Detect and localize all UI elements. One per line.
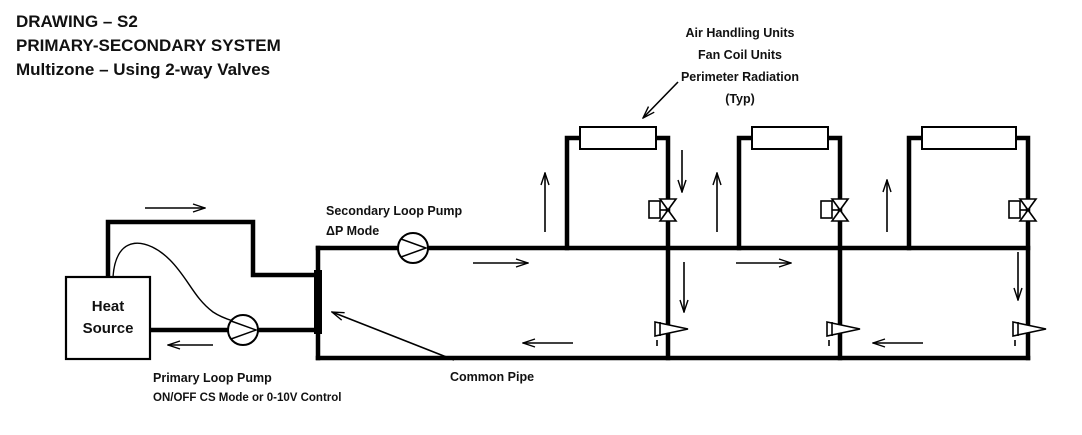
valve-zone-1 bbox=[648, 198, 678, 222]
terminal-unit-1 bbox=[579, 126, 657, 150]
heat-source-line-2: Source bbox=[82, 319, 134, 337]
valve-zone-2 bbox=[820, 198, 850, 222]
control-wire bbox=[112, 242, 237, 323]
secondary-pump bbox=[397, 232, 429, 264]
terminal-unit-3 bbox=[921, 126, 1017, 150]
balancing-valves bbox=[654, 321, 1047, 346]
zone-2-return-drop bbox=[825, 135, 843, 361]
flow-arrows bbox=[145, 81, 1018, 361]
zone-2-supply-riser bbox=[736, 135, 755, 251]
secondary-pump-label: Secondary Loop Pump bbox=[326, 204, 463, 218]
zone-3-return-drop bbox=[1013, 135, 1031, 361]
terminal-unit-2 bbox=[751, 126, 829, 150]
zone-3-supply-riser bbox=[906, 135, 925, 251]
secondary-pump-mode: ΔP Mode bbox=[326, 224, 380, 238]
heat-source-box bbox=[64, 275, 152, 361]
system-subtitle: Multizone – Using 2-way Valves bbox=[16, 60, 271, 79]
balancing-valve-zone-1 bbox=[654, 321, 689, 346]
primary-pump-label: Primary Loop Pump bbox=[153, 371, 272, 385]
heat-source-line-1: Heat bbox=[91, 298, 125, 315]
balancing-valve-zone-2 bbox=[826, 321, 861, 346]
primary-pump-control: ON/OFF CS Mode or 0-10V Control bbox=[153, 392, 342, 404]
terminal-label-fcu: Fan Coil Units bbox=[697, 48, 783, 62]
terminal-label-radiation: Perimeter Radiation bbox=[680, 70, 800, 84]
terminal-units bbox=[579, 126, 1017, 150]
zone-1-supply-riser bbox=[564, 135, 583, 251]
drawing-title: DRAWING – S2 bbox=[16, 12, 138, 31]
primary-supply-pipe bbox=[105, 219, 321, 278]
common-pipe-label: Common Pipe bbox=[450, 370, 535, 384]
balancing-valve-zone-3 bbox=[1012, 321, 1047, 346]
zone-1-return-drop bbox=[653, 135, 671, 361]
secondary-loop-pipes bbox=[315, 135, 1031, 361]
arrow-to-common-pipe bbox=[332, 312, 455, 361]
terminal-label-typ: (Typ) bbox=[725, 92, 755, 106]
arrow-to-terminals bbox=[643, 81, 679, 118]
primary-pump bbox=[227, 314, 259, 346]
system-title: PRIMARY-SECONDARY SYSTEM bbox=[16, 36, 281, 55]
two-way-valves bbox=[648, 198, 1038, 222]
valve-zone-3 bbox=[1008, 198, 1038, 222]
terminal-label-ahu: Air Handling Units bbox=[685, 26, 795, 40]
heat-source-label: Heat Source bbox=[66, 296, 150, 340]
